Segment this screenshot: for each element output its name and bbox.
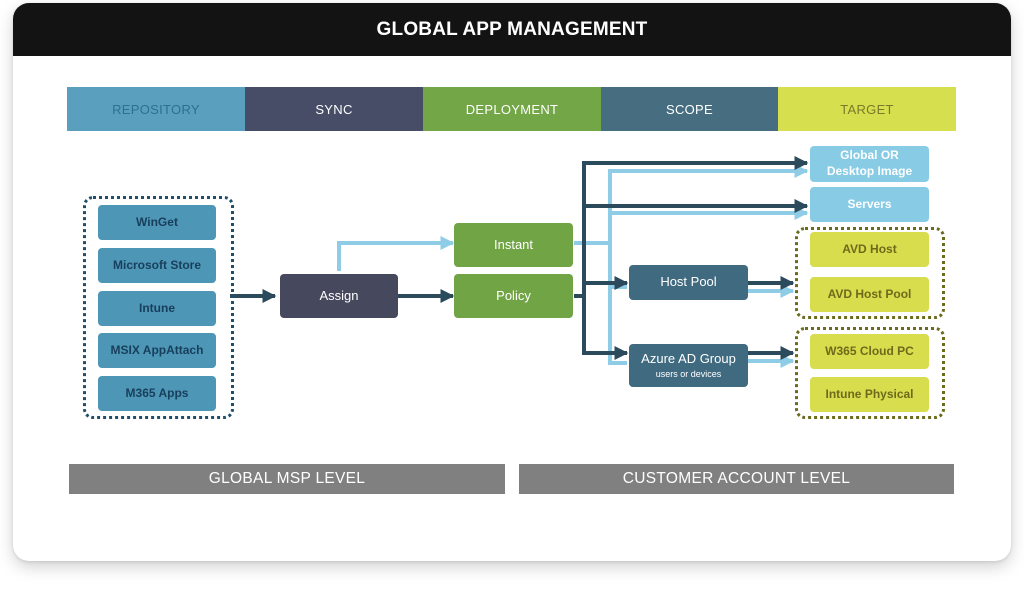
target-label: AVD Host xyxy=(842,241,897,256)
instant-node: Instant xyxy=(454,223,573,267)
stage-target: TARGET xyxy=(778,87,956,131)
avd-target-group xyxy=(795,227,945,319)
target-global-image: Global OR Desktop Image xyxy=(810,146,929,182)
level-label: CUSTOMER ACCOUNT LEVEL xyxy=(622,470,851,487)
target-label: AVD Host Pool xyxy=(827,286,912,301)
arrow-instant-to-aad-group xyxy=(608,213,627,365)
stage-label: SCOPE xyxy=(665,101,713,117)
target-intune-physical: Intune Physical xyxy=(810,377,929,412)
arrow-assign-to-instant xyxy=(337,236,455,271)
target-label: W365 Cloud PC xyxy=(825,343,914,358)
repository-group xyxy=(83,196,234,419)
diagram-card: GLOBAL APP MANAGEMENT REPOSITORY SYNC DE… xyxy=(13,3,1011,561)
repo-winget: WinGet xyxy=(98,205,216,240)
target-w365-cloud-pc: W365 Cloud PC xyxy=(810,334,929,369)
stage-label: DEPLOYMENT xyxy=(465,101,559,117)
host-pool-node: Host Pool xyxy=(629,265,748,300)
target-label: Intune Physical xyxy=(825,386,914,401)
repo-m365-apps: M365 Apps xyxy=(98,376,216,411)
target-avd-host-pool: AVD Host Pool xyxy=(810,277,929,312)
assign-node: Assign xyxy=(280,274,398,318)
stage-label: REPOSITORY xyxy=(112,101,200,117)
aad-group-node: Azure AD Group users or devices xyxy=(629,344,748,387)
stage-repository: REPOSITORY xyxy=(67,87,245,131)
target-servers: Servers xyxy=(810,187,929,222)
page-title: GLOBAL APP MANAGEMENT xyxy=(376,18,648,40)
policy-node: Policy xyxy=(454,274,573,318)
title-bar: GLOBAL APP MANAGEMENT xyxy=(13,3,1011,56)
aad-group-sublabel: users or devices xyxy=(655,368,722,379)
repo-microsoft-store: Microsoft Store xyxy=(98,248,216,283)
repo-label: WinGet xyxy=(136,214,178,229)
target-label: Servers xyxy=(847,196,892,211)
target-avd-host: AVD Host xyxy=(810,232,929,267)
level-label: GLOBAL MSP LEVEL xyxy=(208,470,366,487)
stage-sync: SYNC xyxy=(245,87,423,131)
instant-label: Instant xyxy=(493,236,534,252)
assign-label: Assign xyxy=(319,287,359,303)
repo-intune: Intune xyxy=(98,291,216,326)
repo-label: Microsoft Store xyxy=(112,257,201,272)
policy-label: Policy xyxy=(496,287,531,303)
customer-account-level-bar: CUSTOMER ACCOUNT LEVEL xyxy=(519,464,954,494)
arrow-policy-to-aad-group xyxy=(582,283,629,360)
target-label: Global OR Desktop Image xyxy=(826,148,913,178)
repo-msix-appattach: MSIX AppAttach xyxy=(98,333,216,368)
repo-label: M365 Apps xyxy=(125,385,189,400)
stage-label: SYNC xyxy=(315,101,353,117)
repo-label: Intune xyxy=(139,300,175,315)
aad-group-label: Azure AD Group xyxy=(641,350,736,366)
w365-target-group xyxy=(795,327,945,419)
global-msp-level-bar: GLOBAL MSP LEVEL xyxy=(69,464,505,494)
arrow-policy-to-scope xyxy=(574,156,809,298)
host-pool-label: Host Pool xyxy=(660,274,717,290)
connector-arrows xyxy=(230,156,809,368)
stage-deployment: DEPLOYMENT xyxy=(423,87,601,131)
stage-label: TARGET xyxy=(840,101,894,117)
stage-scope: SCOPE xyxy=(601,87,778,131)
repo-label: MSIX AppAttach xyxy=(110,342,204,357)
